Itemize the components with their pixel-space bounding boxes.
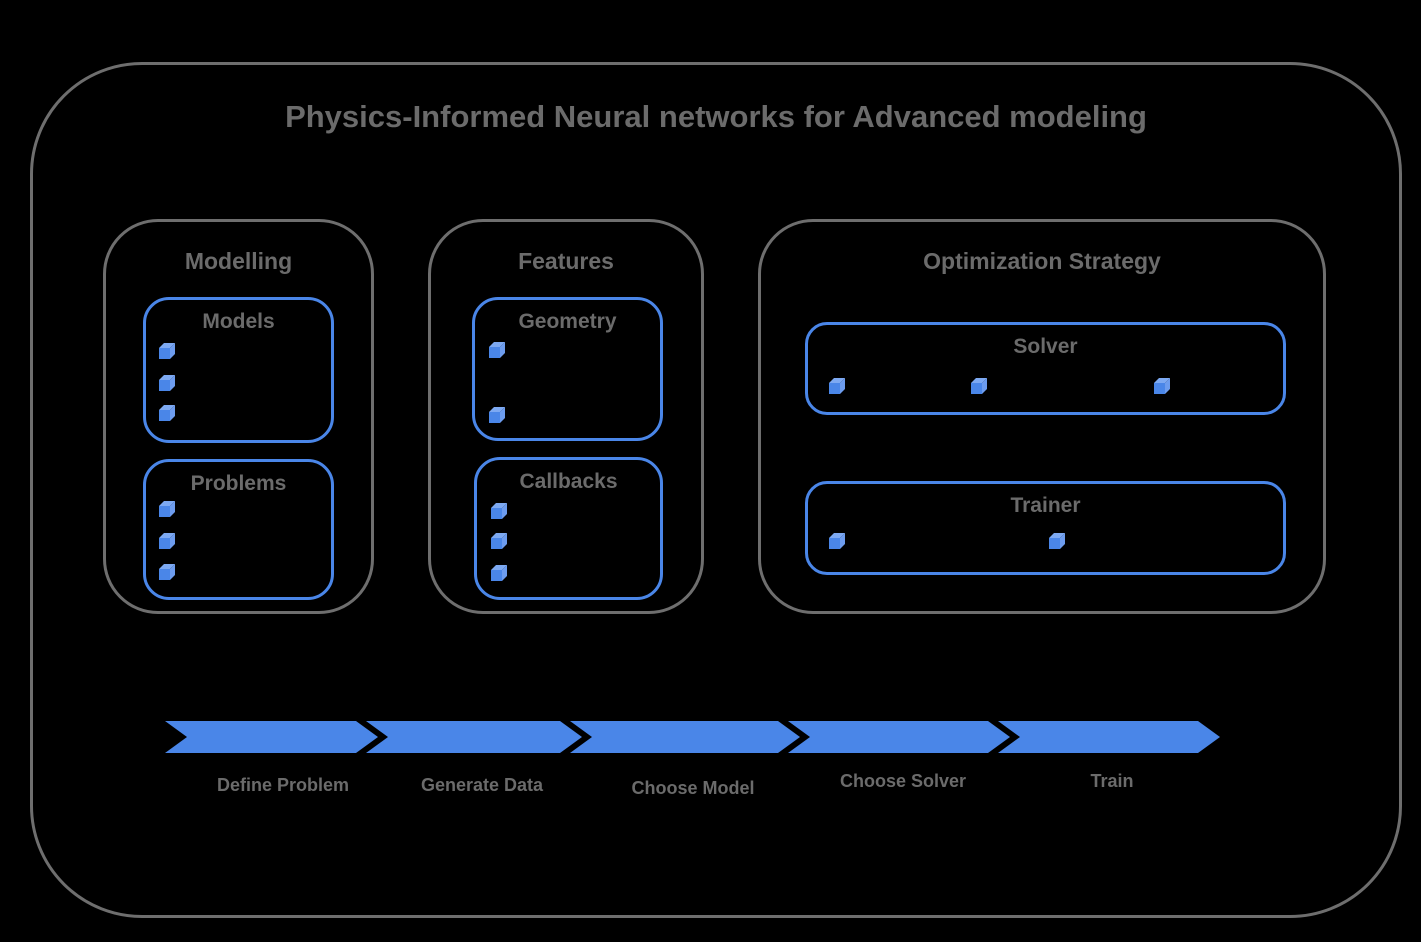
box-geometry: Geometry <box>472 297 663 441</box>
cube-icon <box>1154 378 1170 394</box>
cube-icon <box>159 375 175 391</box>
cube-icon <box>491 503 507 519</box>
cube-icon <box>971 378 987 394</box>
cube-icon <box>829 378 845 394</box>
box-trainer-label: Trainer <box>1010 494 1081 517</box>
pipeline-arrow-segment <box>998 721 1220 753</box>
section-optimization-strategy-label: Optimization Strategy <box>923 248 1161 274</box>
pipeline-step-generate-data: Generate Data <box>420 775 544 795</box>
pipeline-arrow-segment <box>366 721 582 753</box>
box-callbacks: Callbacks <box>474 457 663 600</box>
pipeline-arrow-segment <box>570 721 800 753</box>
section-optimization-strategy: Optimization Strategy <box>758 219 1326 614</box>
pipeline-step-train: Train <box>1090 771 1134 791</box>
pipeline-step-choose-solver: Choose Solver <box>839 771 967 791</box>
box-solver-label: Solver <box>1013 335 1078 358</box>
cube-icon <box>159 501 175 517</box>
box-models-label: Models <box>202 310 275 333</box>
pipeline-step-define-problem: Define Problem <box>216 775 350 795</box>
box-callbacks-label: Callbacks <box>519 470 618 493</box>
box-solver: Solver <box>805 322 1286 415</box>
section-modelling-label: Modelling <box>184 248 293 274</box>
box-trainer: Trainer <box>805 481 1286 575</box>
cube-icon <box>159 533 175 549</box>
cube-icon <box>491 565 507 581</box>
cube-icon <box>489 407 505 423</box>
section-modelling: Modelling <box>103 219 374 614</box>
diagram-title: Physics-Informed Neural networks for Adv… <box>285 99 1147 134</box>
cube-icon <box>1049 533 1065 549</box>
cube-icon <box>491 533 507 549</box>
cube-icon <box>159 343 175 359</box>
outer-container-frame <box>30 62 1402 918</box>
pipeline-arrow-segment <box>788 721 1010 753</box>
box-models: Models <box>143 297 334 443</box>
cube-icon <box>159 564 175 580</box>
cube-icon <box>489 342 505 358</box>
box-problems-label: Problems <box>190 472 287 495</box>
cube-icon <box>159 405 175 421</box>
section-features: Features <box>428 219 704 614</box>
pipeline-step-choose-model: Choose Model <box>631 778 755 798</box>
box-problems: Problems <box>143 459 334 600</box>
section-features-label: Features <box>518 248 614 274</box>
pipeline-arrow <box>165 721 1220 753</box>
pipeline-arrow-segment <box>165 721 378 753</box>
cube-icon <box>829 533 845 549</box>
box-geometry-label: Geometry <box>518 310 617 333</box>
